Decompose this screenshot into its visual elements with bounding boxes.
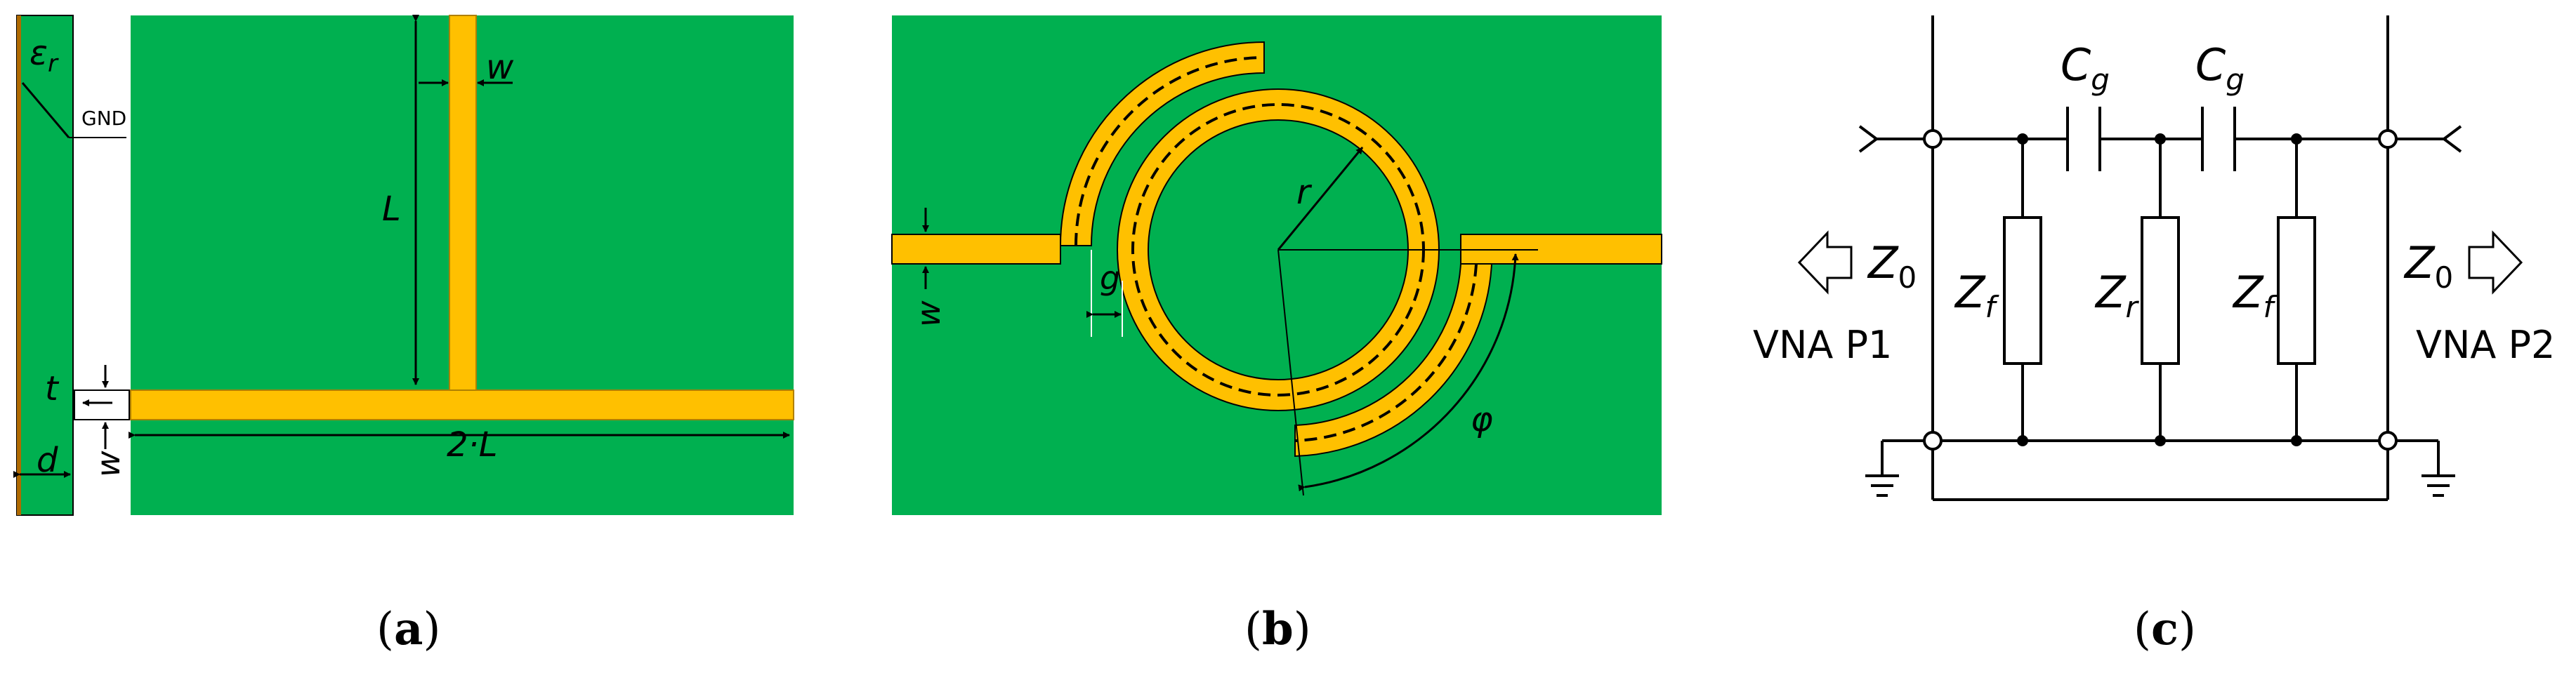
copper-side-strip <box>17 15 21 515</box>
left-port-arrow-icon <box>1797 230 1853 295</box>
zr-box <box>2141 216 2180 365</box>
caption-b: (b) <box>1244 603 1311 655</box>
g-label: g <box>1100 259 1120 297</box>
port-terminal <box>1923 129 1943 149</box>
right-port-arrow-icon <box>2468 230 2523 295</box>
2L-label: 2·L <box>447 425 498 465</box>
z0-right-label: Z0 <box>2403 237 2453 295</box>
w-b-label: w <box>909 300 947 327</box>
r-label: r <box>1296 173 1313 212</box>
eps-r-label: εr <box>29 34 59 78</box>
vna-p1-label: VNA P1 <box>1753 323 1892 367</box>
junction-dot <box>2291 133 2302 145</box>
t-label: t <box>45 369 60 408</box>
d-label: d <box>37 441 58 480</box>
input-line <box>891 234 1061 265</box>
r-radius-arrow <box>1277 147 1364 251</box>
feed-top-centerline <box>1075 56 1265 246</box>
junction-dot <box>2017 133 2028 145</box>
vna-p2-label: VNA P2 <box>2416 323 2555 367</box>
zf-left-box <box>2003 216 2042 365</box>
eps-leader <box>21 82 70 138</box>
zf-right-label: Zf <box>2232 267 2278 324</box>
phi-label: φ <box>1471 400 1493 439</box>
port-terminal <box>2378 129 2398 149</box>
z0-left-label: Z0 <box>1867 237 1917 295</box>
zr-label: Zr <box>2094 267 2139 324</box>
zf-right-box <box>2277 216 2316 365</box>
junction-dot <box>2291 435 2302 446</box>
caption-a: (a) <box>376 603 440 655</box>
w-top-label: w <box>486 48 514 87</box>
through-line <box>130 389 794 420</box>
panel-c-nodes: Cg Cg Z0 Z0 Zf Zr Zf VNA P1 VNA P2 (c) <box>1753 39 2555 655</box>
w-bottom-label: w <box>89 451 127 477</box>
panel-a: εr GND L w 2·L t w d (a) <box>13 15 794 655</box>
cg1-label: Cg <box>2061 39 2110 97</box>
cg2-label: Cg <box>2195 39 2245 97</box>
port-left-chevron <box>1858 125 1879 153</box>
stub-line <box>449 15 477 391</box>
junction-dot <box>2155 133 2166 145</box>
L-label: L <box>382 189 401 229</box>
zf-left-label: Zf <box>1954 267 1999 324</box>
gnd-label: GND <box>81 107 126 130</box>
t-bracket <box>74 389 130 420</box>
junction-dot <box>2017 435 2028 446</box>
junction-dot <box>2155 435 2166 446</box>
panel-b: r φ w g (b) <box>891 15 1662 655</box>
phi-arc <box>1298 253 1519 492</box>
port-terminal <box>1923 431 1943 451</box>
port-right-chevron <box>2441 125 2462 153</box>
caption-c: (c) <box>2134 603 2196 655</box>
substrate-side-view <box>16 15 74 516</box>
feed-arc-top <box>1059 41 1265 246</box>
port-terminal <box>2378 431 2398 451</box>
